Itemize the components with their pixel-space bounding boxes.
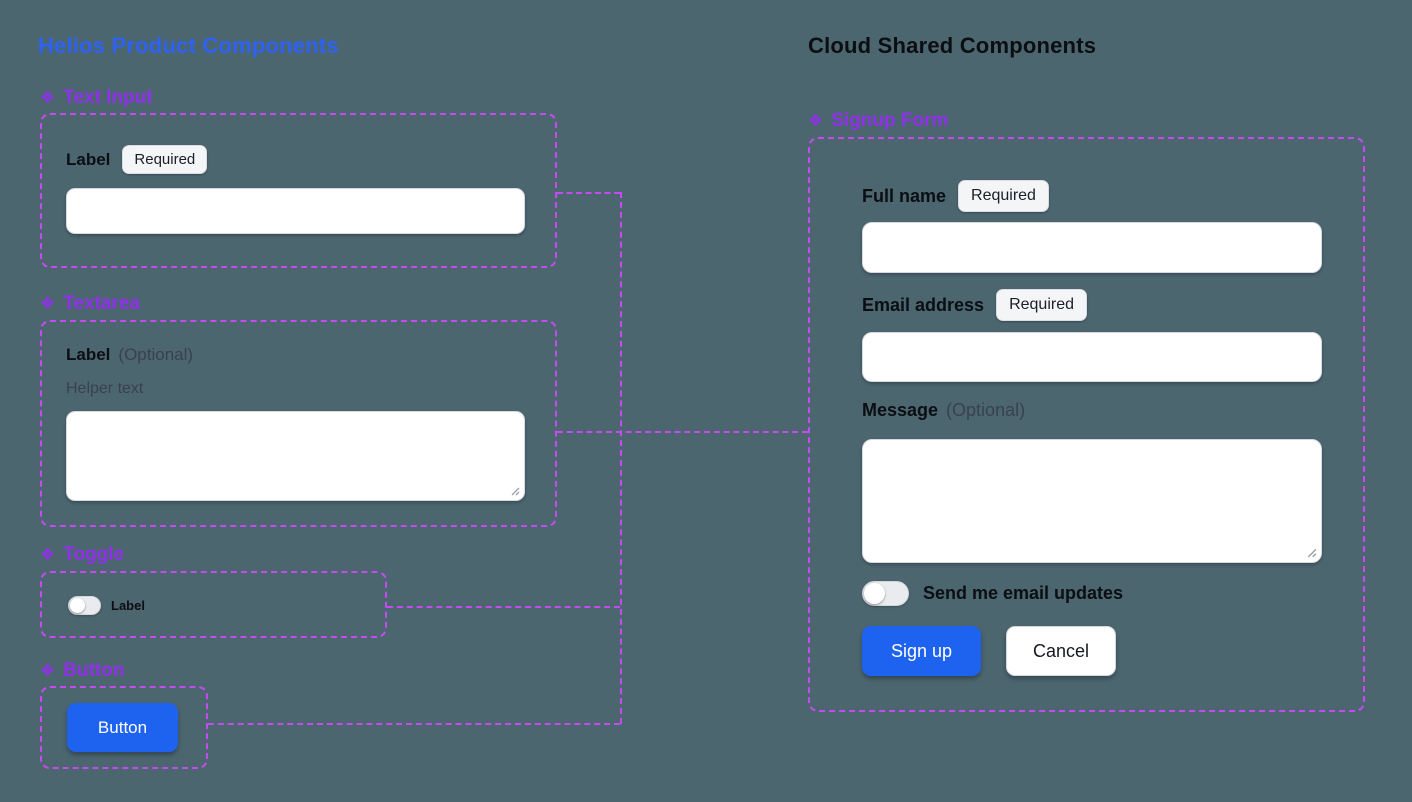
toggle-knob <box>864 583 885 604</box>
toggle-annotation-box <box>40 571 387 638</box>
component-header-label: Button <box>63 660 125 681</box>
left-panel-title: Helios Product Components <box>38 33 339 58</box>
full-name-input[interactable] <box>862 222 1322 273</box>
toggle-knob <box>70 598 85 613</box>
textarea-label-row: Label (Optional) <box>66 345 193 365</box>
demo-textarea[interactable] <box>66 411 525 501</box>
toggle-row: Label <box>68 596 145 615</box>
field-label: Label <box>66 345 111 364</box>
email-label-row: Email address Required <box>862 289 1087 321</box>
component-icon: ❖ <box>40 661 56 681</box>
component-header-text-input: ❖ Text Input <box>40 87 153 109</box>
component-header-signup-form: ❖ Signup Form <box>808 110 949 132</box>
required-badge: Required <box>958 180 1049 212</box>
field-label: Full name <box>862 185 947 206</box>
button-annotation-box <box>40 686 208 769</box>
optional-hint: (Optional) <box>946 400 1026 420</box>
text-input-annotation-box <box>40 113 557 268</box>
textarea-annotation-box <box>40 320 557 527</box>
demo-text-input[interactable] <box>66 188 525 234</box>
component-header-label: Textarea <box>63 293 141 314</box>
form-actions-row: Sign up Cancel <box>862 626 1116 676</box>
component-header-label: Signup Form <box>831 110 949 131</box>
connector-vertical-bus <box>620 192 622 724</box>
message-label-row: Message (Optional) <box>862 400 1025 421</box>
sign-up-button[interactable]: Sign up <box>862 626 981 676</box>
component-header-label: Text Input <box>63 87 153 108</box>
required-badge: Required <box>996 289 1087 321</box>
component-icon: ❖ <box>40 294 56 314</box>
right-panel-title: Cloud Shared Components <box>808 33 1097 58</box>
field-label: Email address <box>862 294 985 315</box>
component-header-label: Toggle <box>63 544 125 565</box>
optional-hint: (Optional) <box>118 345 194 364</box>
email-updates-toggle[interactable] <box>862 581 909 606</box>
message-textarea-wrap <box>862 439 1322 563</box>
helper-text: Helper text <box>66 380 144 397</box>
full-name-label-row: Full name Required <box>862 180 1049 212</box>
email-updates-row: Send me email updates <box>862 581 1123 606</box>
text-input-label-row: Label Required <box>66 145 208 174</box>
component-icon: ❖ <box>40 88 56 108</box>
demo-textarea-wrap <box>66 411 525 501</box>
field-label: Message <box>862 400 939 420</box>
connector-button <box>208 723 620 725</box>
component-header-textarea: ❖ Textarea <box>40 293 141 315</box>
field-label: Label <box>66 149 111 169</box>
toggle-label: Label <box>111 598 145 613</box>
message-textarea[interactable] <box>862 439 1322 563</box>
component-icon: ❖ <box>808 111 824 131</box>
cancel-button[interactable]: Cancel <box>1006 626 1116 676</box>
connector-textarea-to-form <box>557 431 808 433</box>
email-input[interactable] <box>862 332 1322 382</box>
connector-toggle <box>387 606 620 608</box>
component-header-toggle: ❖ Toggle <box>40 544 125 566</box>
demo-toggle[interactable] <box>68 596 101 615</box>
connector-text-input <box>557 192 620 194</box>
email-updates-label: Send me email updates <box>923 583 1124 603</box>
component-header-button: ❖ Button <box>40 660 125 682</box>
signup-form-annotation-box <box>808 137 1365 712</box>
required-badge: Required <box>122 145 208 174</box>
demo-button[interactable]: Button <box>67 703 178 752</box>
component-icon: ❖ <box>40 545 56 565</box>
